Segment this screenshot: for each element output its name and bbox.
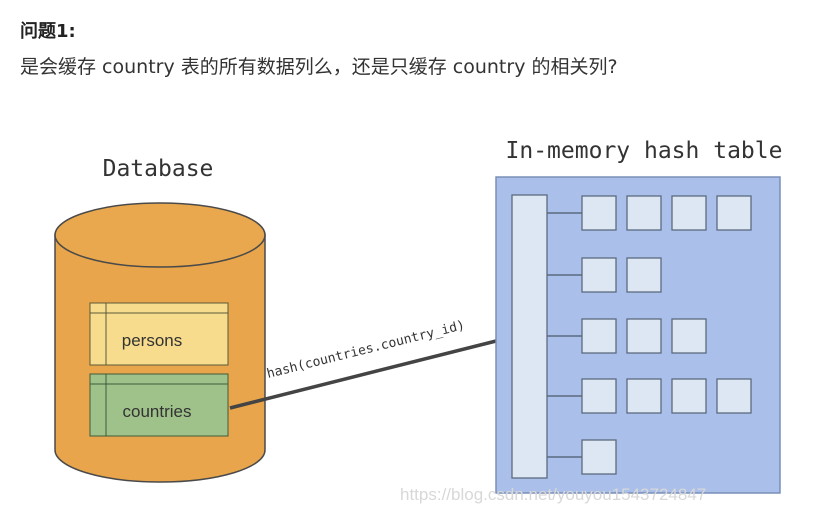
bucket-entry (626, 378, 662, 414)
countries-table: countries (89, 373, 229, 437)
bucket-entry (626, 318, 662, 354)
hash-index-column (511, 194, 548, 479)
bucket-entry (671, 195, 707, 231)
bucket-row (547, 257, 662, 293)
bucket-entry (581, 318, 617, 354)
persons-table: persons (89, 302, 229, 366)
bucket-entry (671, 318, 707, 354)
bucket-entry (671, 378, 707, 414)
bucket-entry (581, 257, 617, 293)
database-label: Database (103, 156, 214, 182)
persons-label: persons (122, 331, 182, 350)
question-text: 是会缓存 country 表的所有数据列么，还是只缓存 country 的相关列… (20, 56, 618, 78)
hash-arrow (229, 335, 510, 410)
bucket-row (547, 378, 752, 414)
bucket-rows (547, 195, 752, 475)
bucket-row (547, 318, 707, 354)
bucket-row (547, 195, 752, 231)
bucket-entry (581, 195, 617, 231)
watermark: https://blog.csdn.net/youyou1543724847 (400, 485, 707, 504)
bucket-entry (581, 439, 617, 475)
hash-table-label: In-memory hash table (506, 138, 783, 164)
bucket-entry (716, 378, 752, 414)
question-title: 问题1: (20, 21, 76, 42)
bucket-row (547, 439, 617, 475)
countries-label: countries (123, 402, 192, 421)
bucket-entry (626, 195, 662, 231)
bucket-entry (716, 195, 752, 231)
bucket-entry (581, 378, 617, 414)
bucket-entry (626, 257, 662, 293)
